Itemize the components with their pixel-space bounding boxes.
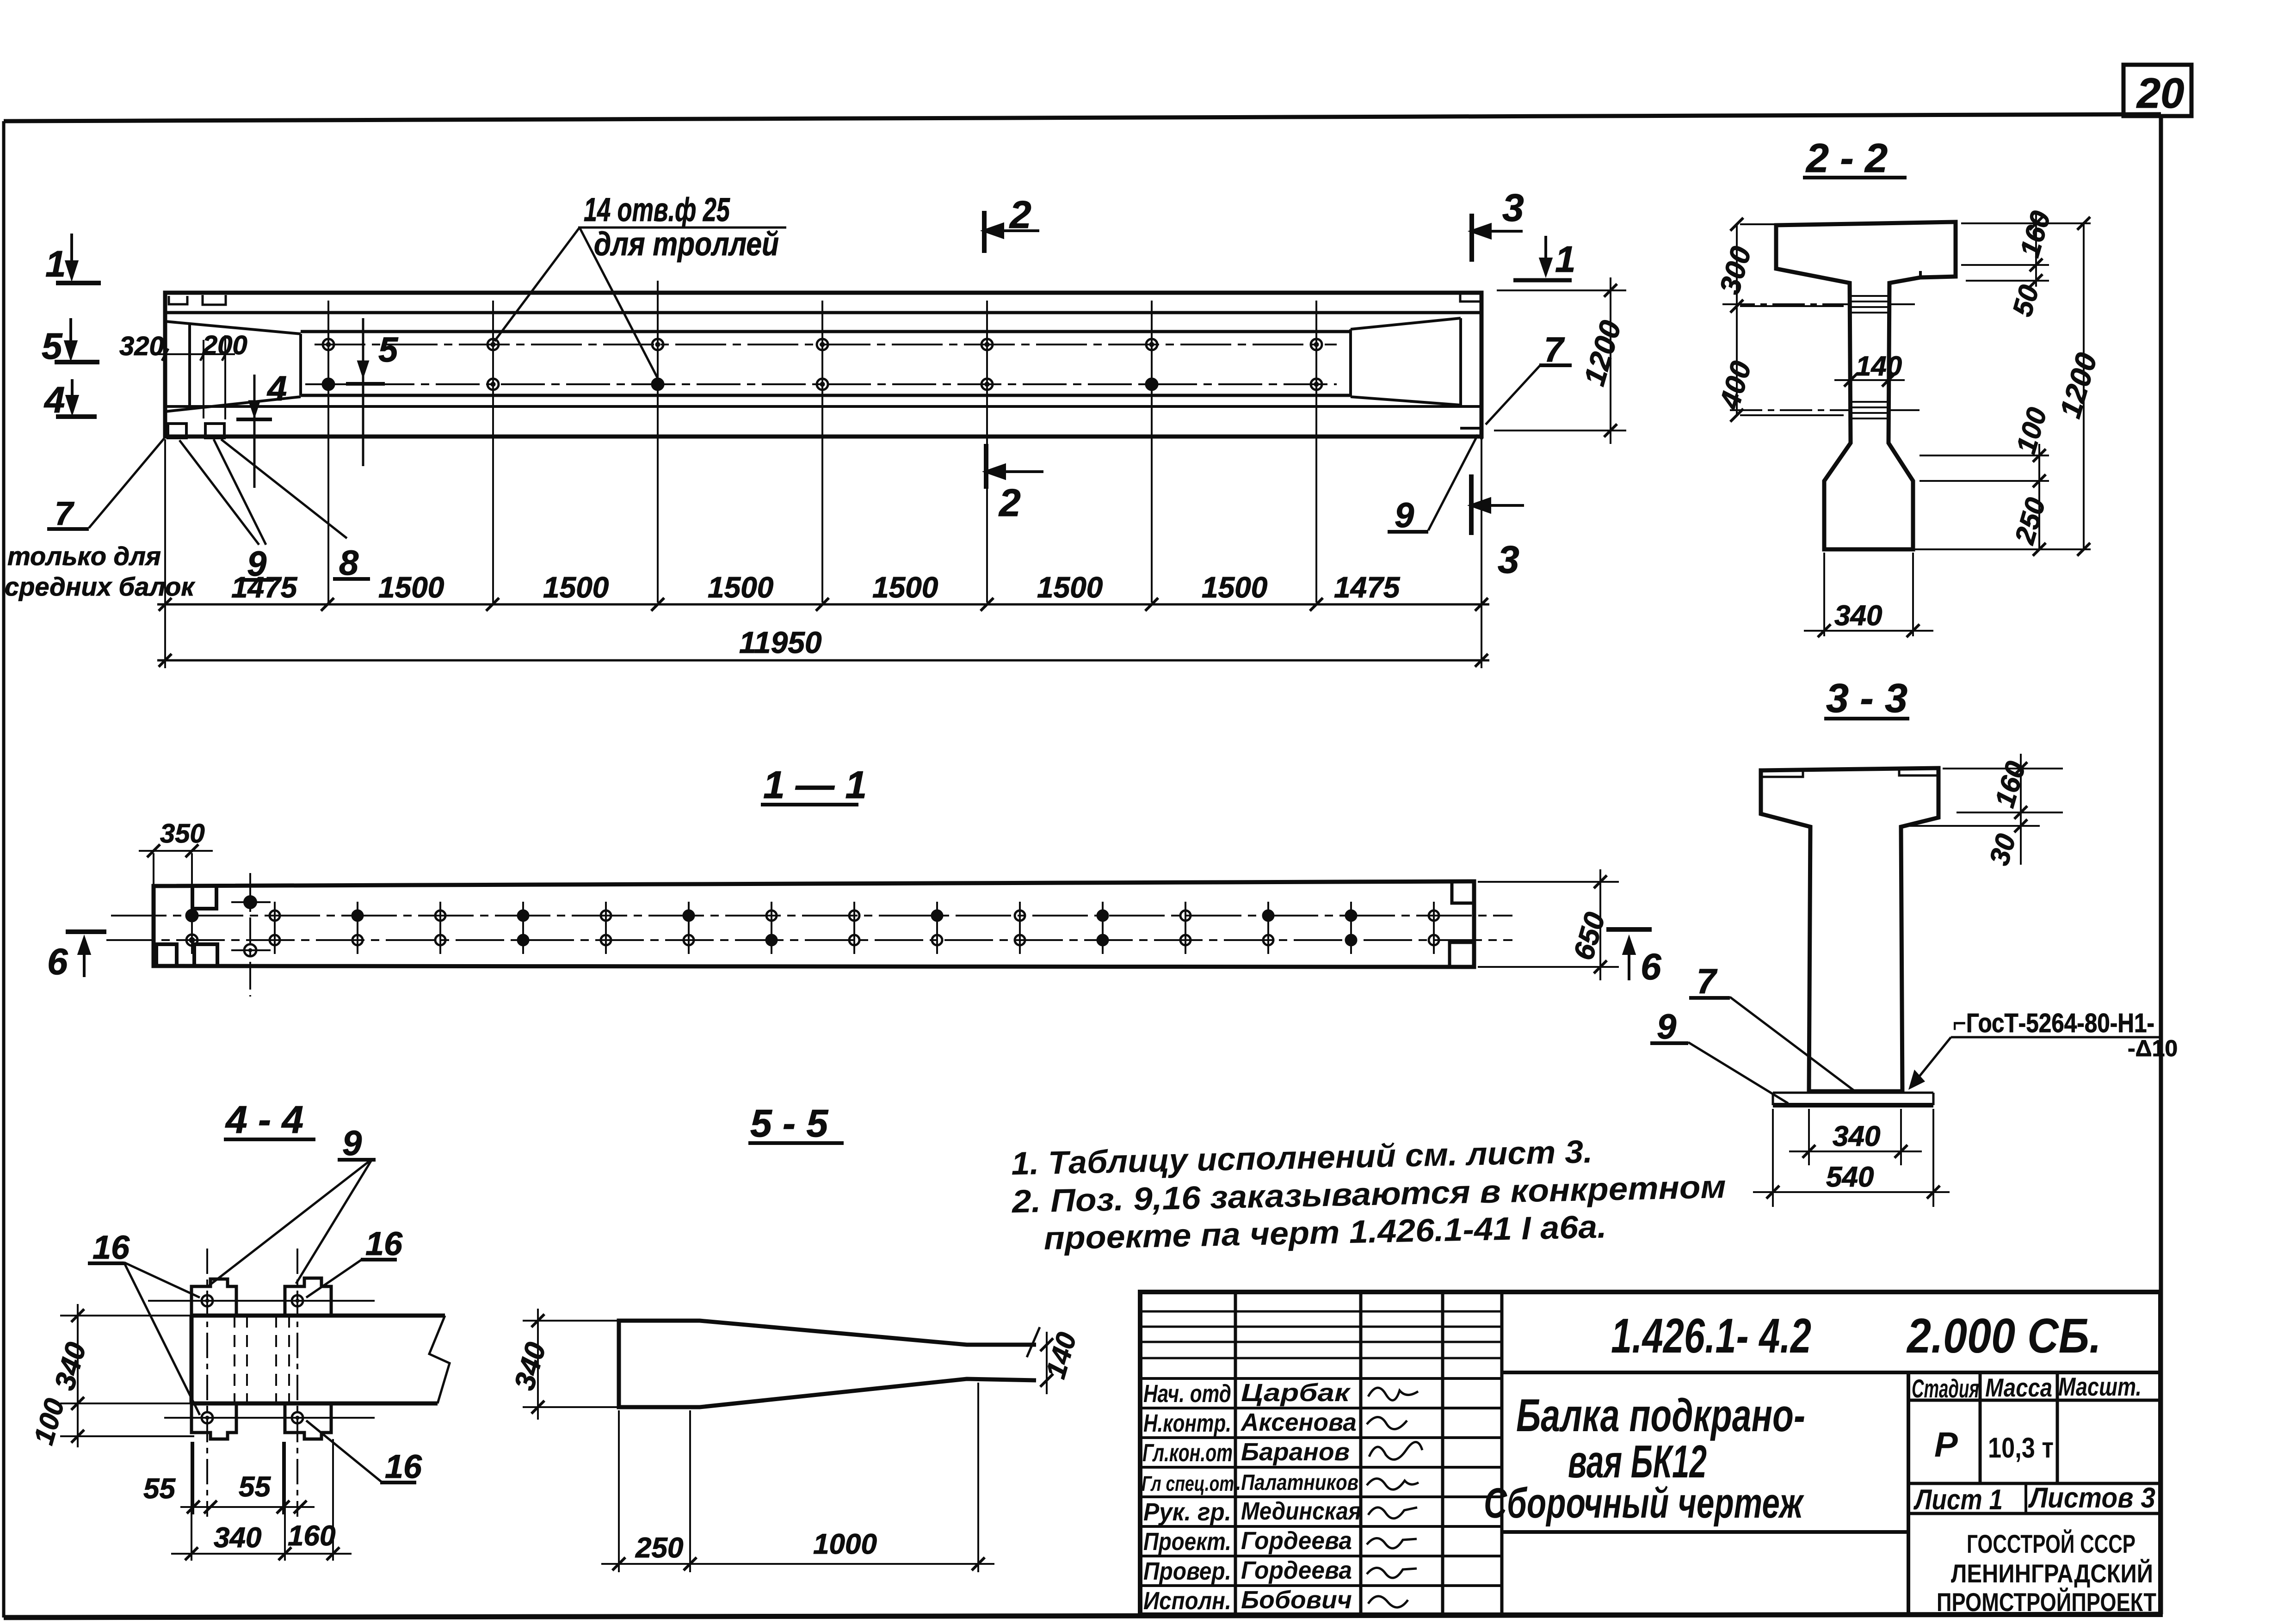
svg-text:2.000 СБ.: 2.000 СБ. [1906,1309,2101,1363]
svg-text:3 - 3: 3 - 3 [1826,675,1907,721]
svg-text:1 — 1: 1 — 1 [763,763,867,806]
svg-text:Лист 1: Лист 1 [1913,1484,2003,1516]
svg-text:средних балок: средних балок [5,572,195,601]
svg-text:ЛЕНИНГРАДСКИЙ: ЛЕНИНГРАДСКИЙ [1951,1559,2153,1588]
svg-text:Провер.: Провер. [1143,1557,1231,1585]
svg-text:Гл спец.от: Гл спец.от [1142,1471,1234,1495]
svg-text:1.426.1- 4.2: 1.426.1- 4.2 [1611,1309,1811,1363]
svg-text:140: 140 [1856,351,1902,381]
svg-text:2 - 2: 2 - 2 [1805,135,1888,181]
svg-text:ГОССТРОЙ СССР: ГОССТРОЙ СССР [1967,1529,2136,1558]
svg-text:Стадия: Стадия [1912,1374,1979,1403]
svg-text:Масса: Масса [1985,1373,2052,1402]
svg-text:Гордеева: Гордеева [1241,1527,1352,1555]
svg-text:350: 350 [160,818,205,849]
svg-text:8: 8 [339,543,359,583]
svg-text:Бобович: Бобович [1241,1586,1352,1614]
svg-text:для троллей: для троллей [594,226,779,263]
svg-text:7: 7 [1544,330,1565,369]
svg-text:6: 6 [1641,946,1661,987]
svg-text:Мединская: Мединская [1241,1497,1361,1525]
svg-text:Н.контр.: Н.контр. [1143,1409,1231,1437]
svg-text:-Δ10: -Δ10 [2128,1035,2178,1061]
svg-text:7: 7 [1697,962,1718,1001]
svg-text:5 - 5: 5 - 5 [750,1101,828,1145]
svg-text:9: 9 [1657,1007,1676,1046]
svg-text:Аксенова: Аксенова [1240,1409,1357,1436]
svg-text:55: 55 [143,1473,176,1505]
svg-text:Гордеева: Гордеева [1241,1556,1352,1584]
svg-text:1475: 1475 [231,571,298,604]
svg-text:320: 320 [119,331,164,361]
svg-text:6: 6 [47,941,68,982]
svg-text:Нач. отд: Нач. отд [1143,1380,1231,1408]
svg-text:1: 1 [1555,239,1576,280]
svg-text:1500: 1500 [378,571,444,604]
svg-text:Исполн.: Исполн. [1143,1587,1231,1615]
svg-text:340: 340 [1834,600,1882,632]
svg-text:.Палатников: .Палатников [1236,1470,1358,1495]
svg-text:1500: 1500 [708,571,773,604]
svg-text:1500: 1500 [543,571,609,604]
svg-text:340: 340 [1833,1120,1880,1152]
svg-text:9: 9 [342,1124,362,1163]
svg-text:ПРОМСТРОЙПРОЕКТ: ПРОМСТРОЙПРОЕКТ [1937,1587,2156,1617]
svg-text:Рук. гр.: Рук. гр. [1143,1498,1231,1526]
svg-text:1000: 1000 [813,1528,877,1560]
svg-text:5: 5 [378,330,399,369]
svg-text:Листов 3: Листов 3 [2028,1482,2155,1514]
svg-text:9: 9 [247,544,266,584]
svg-text:2: 2 [998,481,1021,524]
svg-text:9: 9 [1395,496,1414,535]
svg-text:540: 540 [1826,1161,1874,1193]
svg-text:11950: 11950 [739,625,822,659]
svg-text:10,3 т: 10,3 т [1988,1432,2054,1464]
svg-text:4: 4 [43,379,65,420]
svg-text:160: 160 [288,1520,335,1552]
svg-text:вая БК12: вая БК12 [1568,1436,1707,1488]
svg-text:Царбак: Царбак [1241,1379,1351,1407]
svg-text:только для: только для [7,541,161,571]
svg-text:⌐ГосТ-5264-80-Н1-: ⌐ГосТ-5264-80-Н1- [1953,1008,2154,1038]
svg-text:1500: 1500 [1037,571,1103,604]
svg-text:1475: 1475 [1334,571,1401,604]
svg-text:340: 340 [214,1522,261,1554]
svg-text:Баранов: Баранов [1241,1438,1350,1466]
svg-text:3: 3 [1498,538,1519,581]
svg-text:250: 250 [635,1532,683,1564]
svg-text:1500: 1500 [872,571,938,604]
svg-text:Гл.кон.от: Гл.кон.от [1142,1439,1233,1467]
svg-text:55: 55 [239,1471,271,1503]
svg-text:16: 16 [385,1448,422,1485]
svg-text:2: 2 [1009,193,1031,236]
svg-text:1: 1 [45,243,66,284]
svg-text:1500: 1500 [1202,571,1267,604]
svg-text:Р: Р [1934,1425,1958,1464]
svg-text:3: 3 [1502,186,1524,229]
svg-text:Проект.: Проект. [1143,1528,1231,1556]
svg-text:7: 7 [55,495,74,532]
svg-text:16: 16 [365,1225,403,1262]
svg-text:16: 16 [93,1229,130,1266]
svg-text:Сборочный чертеж: Сборочный чертеж [1484,1480,1804,1527]
svg-text:Масшт.: Масшт. [2058,1372,2142,1401]
svg-text:20: 20 [2136,70,2184,117]
svg-text:4 - 4: 4 - 4 [225,1098,303,1141]
svg-text:Балка подкрано-: Балка подкрано- [1516,1390,1805,1441]
svg-text:4: 4 [266,369,287,408]
svg-text:14 отв.ф 25: 14 отв.ф 25 [584,191,730,228]
